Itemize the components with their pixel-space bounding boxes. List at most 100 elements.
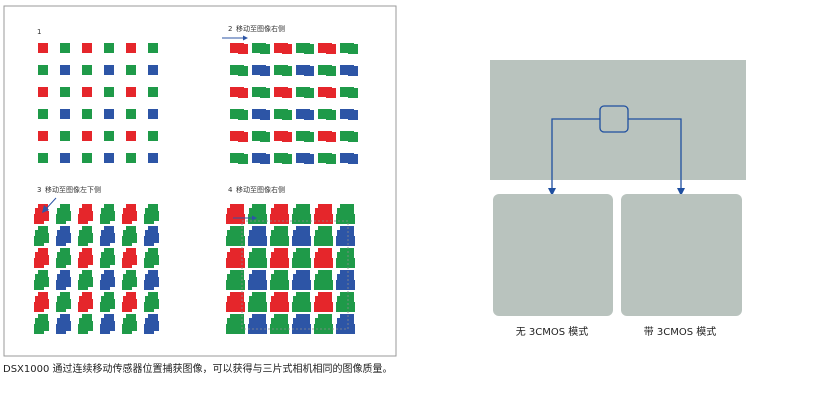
panel-4-label: 移动至图像右侧 (236, 185, 285, 194)
sensor-pixel (348, 110, 358, 120)
sensor-pixel (235, 258, 245, 268)
sensor-pixel (38, 87, 48, 97)
sensor-pixel (270, 324, 280, 334)
sensor-pixel (326, 132, 336, 142)
sensor-pixel (38, 43, 48, 53)
sensor-pixel (345, 280, 355, 290)
sensor-pixel (82, 131, 92, 141)
sensor-pixel (278, 270, 288, 280)
sensor-pixel (60, 109, 70, 119)
sensor-pixel (304, 88, 314, 98)
sensor-pixel (304, 110, 314, 120)
sensor-pixel (144, 302, 154, 312)
sensor-pixel (82, 109, 92, 119)
sensor-pixel (270, 280, 280, 290)
sensor-pixel (60, 131, 70, 141)
sensor-pixel (344, 226, 354, 236)
sensor-pixel (322, 248, 332, 258)
sensor-pixel (56, 302, 66, 312)
sensor-pixel (314, 258, 324, 268)
sensor-pixel (322, 226, 332, 236)
sensor-pixel (314, 324, 324, 334)
sensor-pixel (336, 258, 346, 268)
sensor-pixel (260, 154, 270, 164)
sensor-pixel (226, 214, 236, 224)
panel-3-arrow (42, 197, 57, 213)
sensor-pixel (345, 324, 355, 334)
sensor-pixel (292, 280, 302, 290)
sensor-pixel (126, 87, 136, 97)
sensor-pixel (148, 87, 158, 97)
sensor-pixel (104, 87, 114, 97)
sensor-pixel (344, 204, 354, 214)
sensor-pixel (348, 88, 358, 98)
sensor-pixel (278, 204, 288, 214)
panel-4-grid (226, 204, 355, 334)
sensor-pixel (292, 302, 302, 312)
sensor-pixel (270, 214, 280, 224)
sensor-pixel (260, 110, 270, 120)
sensor-pixel (256, 248, 266, 258)
sensor-pixel (82, 43, 92, 53)
sensor-pixel (257, 258, 267, 268)
sensor-pixel (238, 88, 248, 98)
sensor-pixel (234, 204, 244, 214)
sensor-pixel (122, 280, 132, 290)
sensor-pixel (270, 258, 280, 268)
sensor-pixel (300, 270, 310, 280)
sensor-pixel (348, 154, 358, 164)
sensor-pixel (226, 236, 236, 246)
sensor-pixel (148, 109, 158, 119)
sensor-pixel (279, 258, 289, 268)
panel-2-arrow (222, 35, 248, 41)
sensor-pixel (282, 66, 292, 76)
panel-3-label: 移动至图像左下侧 (45, 185, 101, 194)
sensor-pixel (38, 65, 48, 75)
sensor-pixel (322, 314, 332, 324)
panel-1-number: 1 (37, 28, 41, 36)
sensor-pixel (300, 204, 310, 214)
sensor-pixel (292, 258, 302, 268)
sensor-pixel (144, 324, 154, 334)
panel-2-number: 2 (228, 25, 232, 33)
sensor-pixel (300, 292, 310, 302)
sensor-pixel (304, 44, 314, 54)
sensor-pixel (344, 270, 354, 280)
panel-4-arrow (233, 215, 257, 221)
sensor-shift-diagram: 1 2 移动至图像右侧 3 移动至图像左下侧 4 移动至图像右侧 (3, 5, 397, 357)
sensor-pixel (336, 280, 346, 290)
sensor-pixel (238, 110, 248, 120)
sensor-pixel (148, 65, 158, 75)
panel-2-grid (230, 43, 358, 164)
sensor-pixel (270, 236, 280, 246)
sensor-pixel (122, 236, 132, 246)
sensor-pixel (238, 154, 248, 164)
sensor-pixel (38, 131, 48, 141)
sensor-pixel (144, 214, 154, 224)
sensor-pixel (238, 66, 248, 76)
sensor-pixel (126, 131, 136, 141)
sensor-pixel (300, 248, 310, 258)
sensor-pixel (278, 314, 288, 324)
sensor-pixel (144, 280, 154, 290)
sensor-pixel (348, 132, 358, 142)
sensor-pixel (234, 270, 244, 280)
sensor-pixel (323, 302, 333, 312)
sensor-pixel (344, 248, 354, 258)
sensor-pixel (56, 280, 66, 290)
sensor-pixel (235, 214, 245, 224)
sensor-pixel (234, 248, 244, 258)
sensor-pixel (348, 66, 358, 76)
sensor-pixel (314, 236, 324, 246)
sensor-pixel (326, 44, 336, 54)
sensor-pixel (100, 258, 110, 268)
sensor-pixel (279, 302, 289, 312)
sensor-pixel (82, 65, 92, 75)
sensor-pixel (248, 280, 258, 290)
sensor-pixel (238, 44, 248, 54)
sensor-pixel (304, 132, 314, 142)
sensor-pixel (323, 214, 333, 224)
sensor-pixel (78, 302, 88, 312)
sensor-pixel (260, 44, 270, 54)
sensor-pixel (126, 65, 136, 75)
